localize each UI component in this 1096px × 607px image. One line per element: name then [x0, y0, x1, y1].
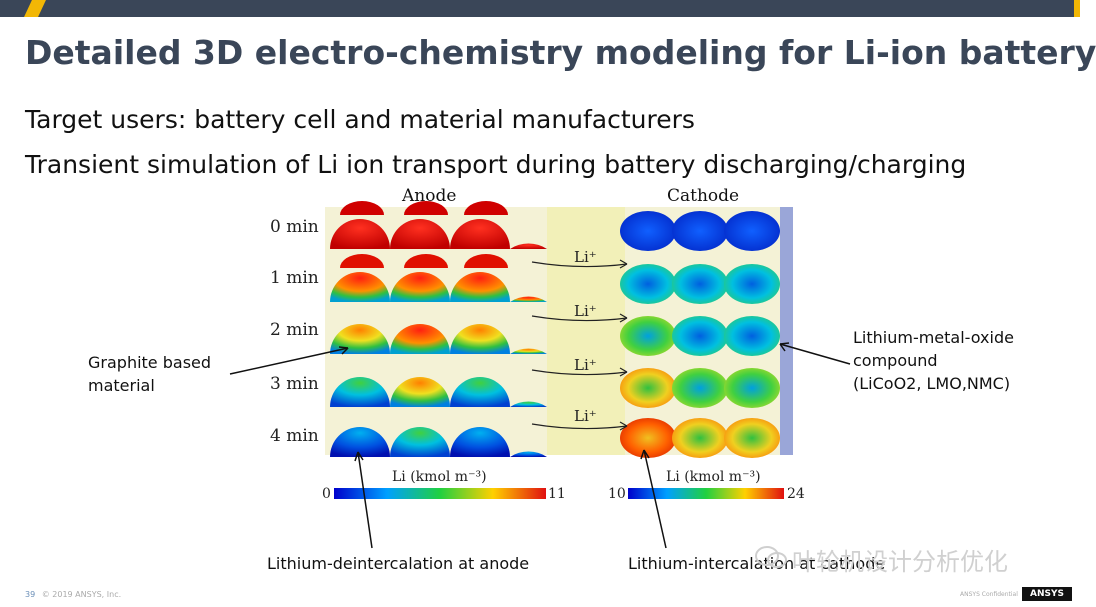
cathode-scale-max: 24: [787, 486, 805, 502]
annotation-intercalation: Lithium-intercalation at cathode: [628, 554, 886, 573]
cathode-colorbar: [628, 488, 784, 499]
slide-title: Detailed 3D electro-chemistry modeling f…: [25, 33, 1096, 72]
anode-row-2: [330, 324, 547, 354]
li-label-2: Li⁺: [574, 356, 597, 374]
li-label-0: Li⁺: [574, 248, 597, 266]
anode-scale-label: Li (kmol m⁻³): [392, 469, 487, 485]
page-number: 39: [25, 590, 36, 599]
annotation-graphite-line1: Graphite based: [88, 353, 212, 372]
watermark-text: 叶轮机设计分析优化: [792, 548, 1008, 576]
annotation-graphite-line2: material: [88, 376, 155, 395]
anode-heading: Anode: [402, 186, 457, 206]
li-flow-arrows: [531, 259, 628, 431]
cathode-scale-label: Li (kmol m⁻³): [666, 469, 761, 485]
top-bar-accent-right: [1074, 0, 1080, 17]
cathode-row-4: [620, 418, 780, 458]
bullet-target-users: Target users: battery cell and material …: [25, 105, 695, 134]
time-label-4: 4 min: [270, 426, 319, 446]
wechat-icon: [755, 546, 787, 568]
cathode-particles: [620, 211, 780, 458]
annotation-lmo: Lithium-metal-oxide compound (LiCoO2, LM…: [853, 326, 1014, 395]
cathode-heading: Cathode: [667, 186, 740, 206]
cathode-row-3: [620, 368, 780, 408]
anode-scale-min: 0: [322, 486, 331, 502]
cathode-row-0: [620, 211, 780, 251]
leader-lines: [229, 342, 851, 549]
anode-row-4: [330, 427, 547, 457]
electrolyte-panel: [547, 207, 625, 455]
ansys-logo: ANSYS: [1022, 587, 1072, 601]
cathode-row-2: [620, 316, 780, 356]
li-label-3: Li⁺: [574, 407, 597, 425]
time-label-1: 1 min: [270, 268, 319, 288]
annotation-lmo-line2: compound: [853, 351, 938, 370]
confidential-label: ANSYS Confidential: [960, 591, 1018, 598]
time-label-3: 3 min: [270, 374, 319, 394]
annotation-deintercalation: Lithium-deintercalation at anode: [267, 554, 530, 573]
cathode-collector: [780, 207, 793, 455]
anode-row-0: [330, 201, 547, 249]
time-label-2: 2 min: [270, 320, 319, 340]
anode-row-1: [330, 254, 547, 302]
anode-colorbar: [334, 488, 546, 499]
copyright: © 2019 ANSYS, Inc.: [41, 590, 122, 599]
annotation-graphite: Graphite based material: [88, 351, 211, 397]
time-label-0: 0 min: [270, 217, 319, 237]
li-label-1: Li⁺: [574, 302, 597, 320]
footer: 39 © 2019 ANSYS, Inc.: [25, 590, 121, 599]
annotation-lmo-line1: Lithium-metal-oxide: [853, 328, 1014, 347]
annotation-lmo-line3: (LiCoO2, LMO,NMC): [853, 374, 1011, 393]
top-bar: [0, 0, 1080, 17]
cathode-row-1: [620, 264, 780, 304]
anode-particles: [330, 201, 547, 457]
anode-row-3: [330, 377, 547, 407]
cathode-scale-min: 10: [608, 486, 626, 502]
anode-scale-max: 11: [548, 486, 566, 502]
bullet-transient-simulation: Transient simulation of Li ion transport…: [25, 150, 967, 179]
